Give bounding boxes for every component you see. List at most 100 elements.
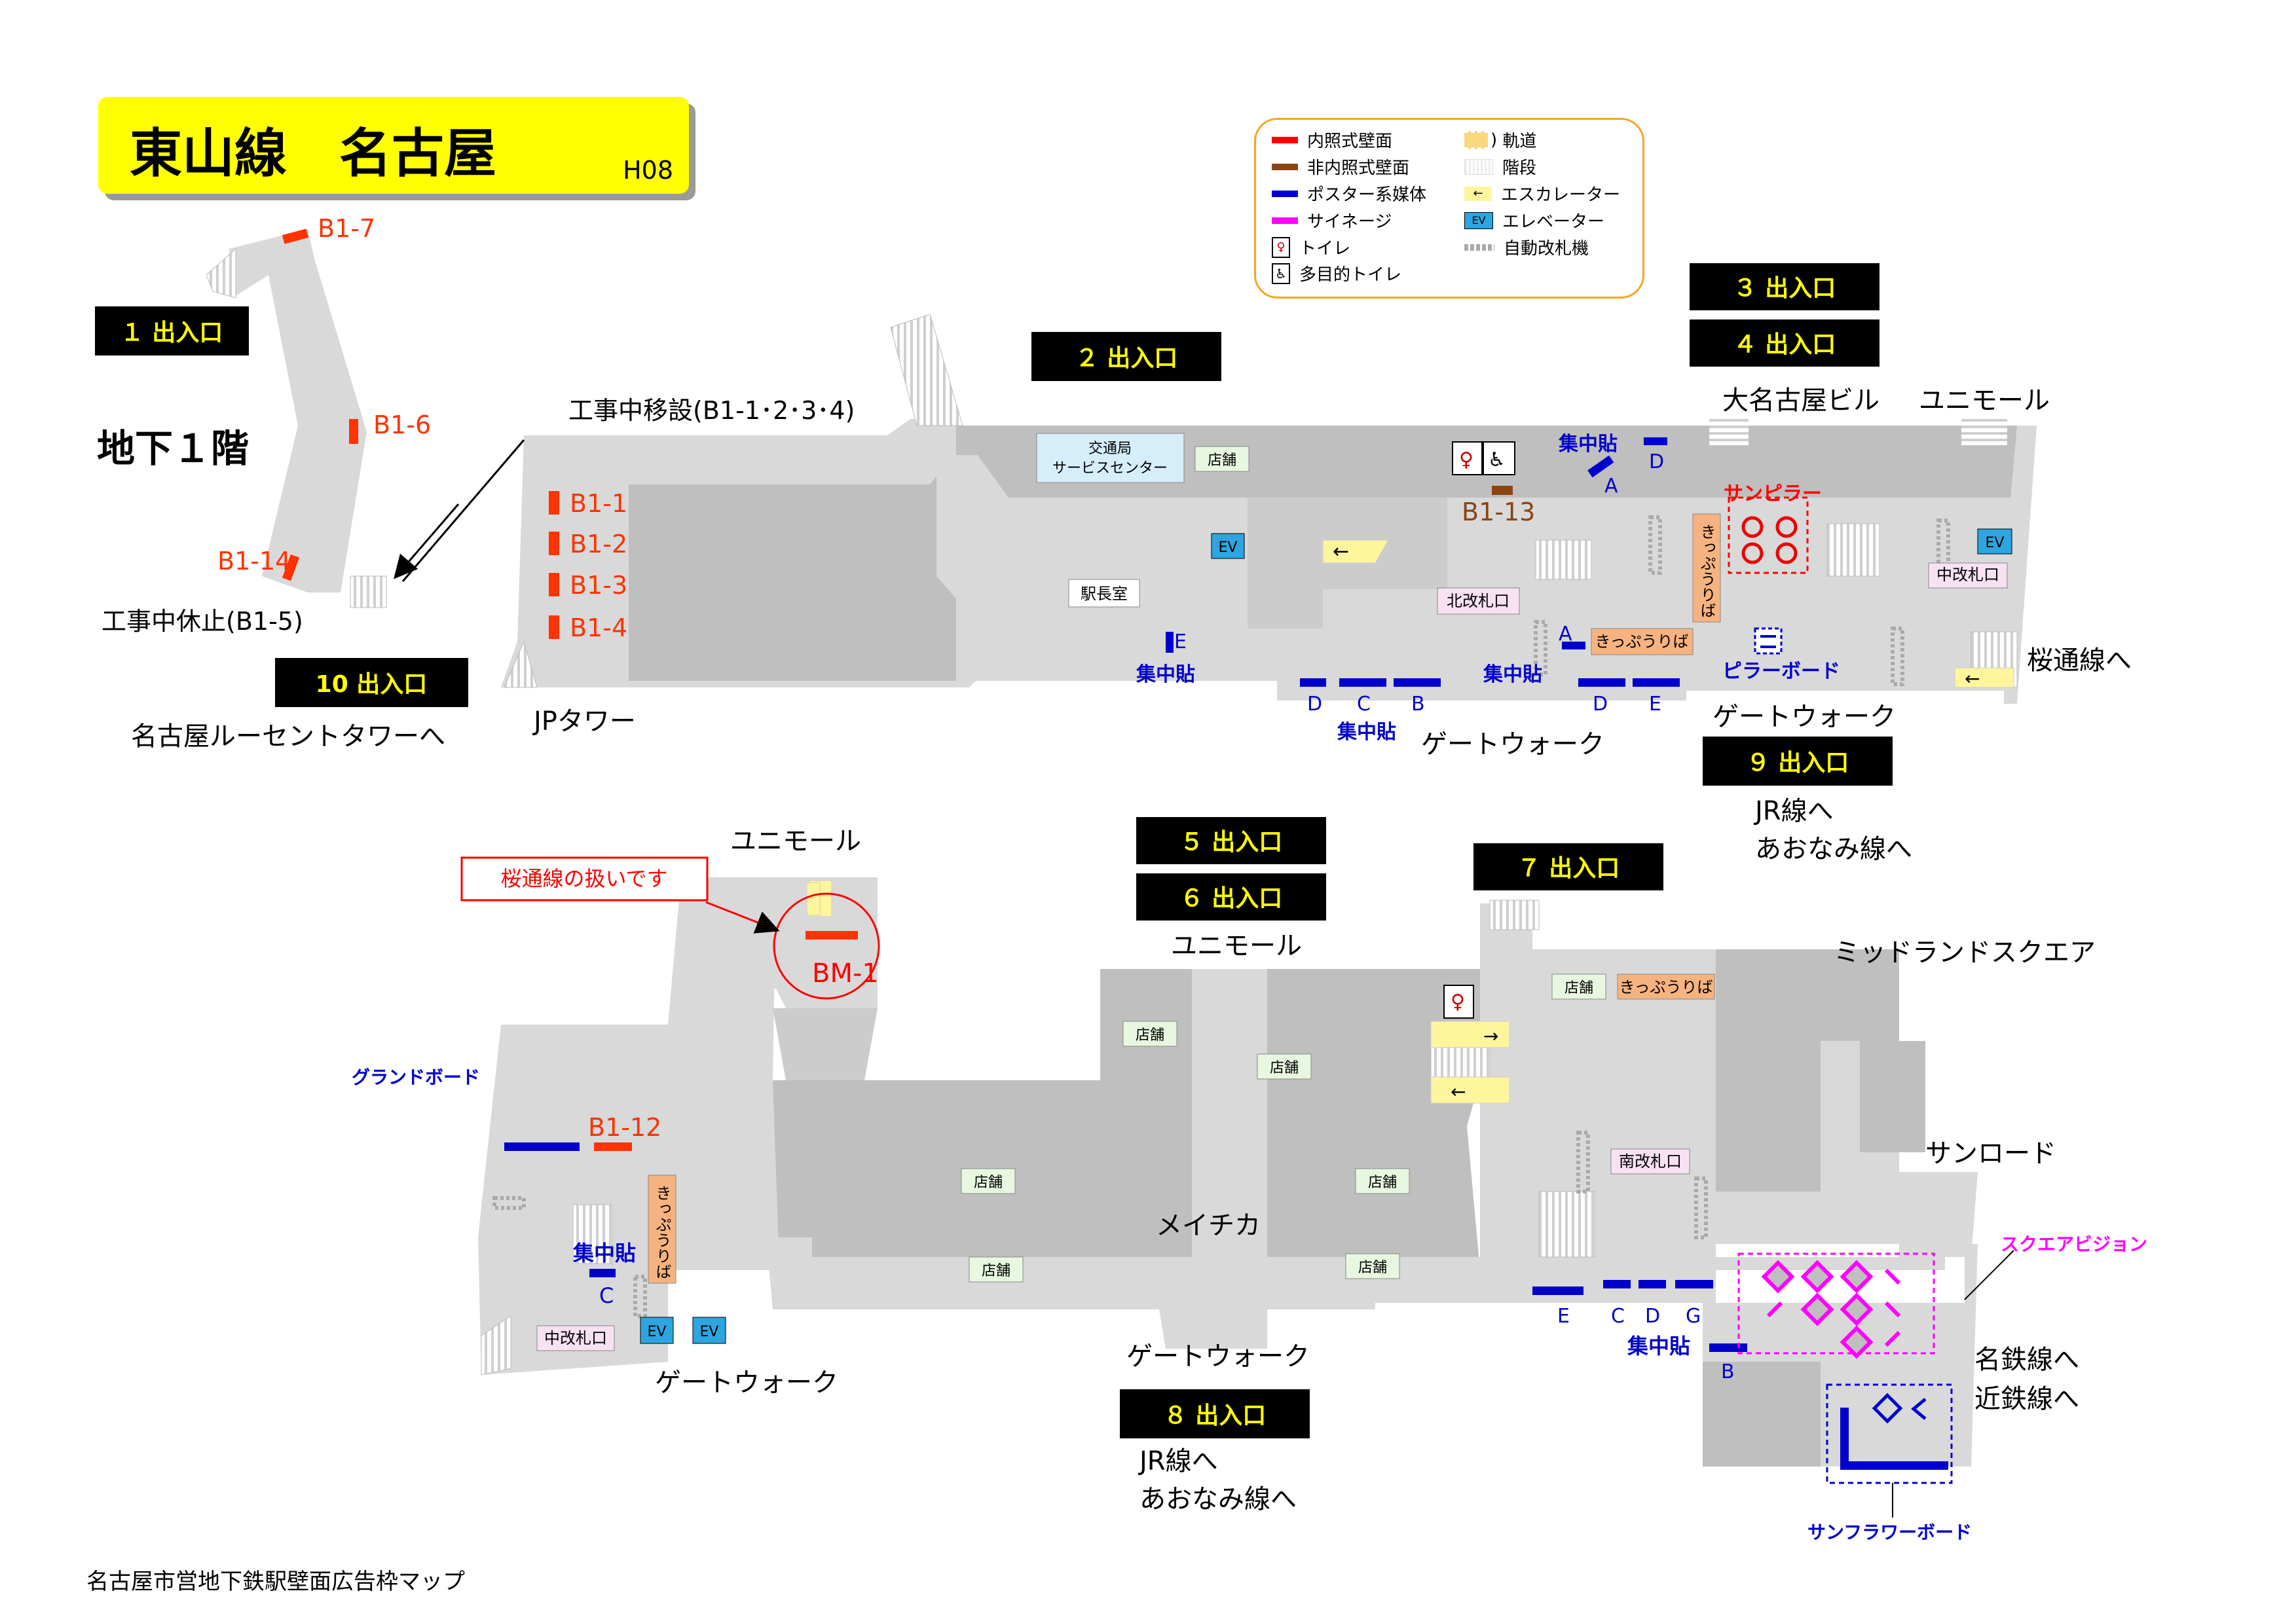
svg-text:C: C xyxy=(599,1283,614,1308)
south-gate: 南改札口 xyxy=(1610,1148,1690,1175)
pillar-board-label: ピラーボード xyxy=(1722,660,1840,683)
place-unimall-lower-center: ユニモール xyxy=(1171,931,1302,961)
elevator-lower-2[interactable]: EV xyxy=(692,1317,726,1344)
station-title: 東山線 名古屋 xyxy=(130,123,496,184)
ad-b1-2-label: B1-2 xyxy=(570,530,627,558)
svg-text:B: B xyxy=(1411,693,1425,716)
svg-text:きっぷうりば: きっぷうりば xyxy=(1595,632,1688,651)
exit-2[interactable]: ２ 出入口 xyxy=(1031,332,1221,381)
shuchu-upper-mid: 集中貼 xyxy=(1483,663,1542,686)
svg-text:８ 出入口: ８ 出入口 xyxy=(1164,1402,1267,1429)
place-unimall-lower-left: ユニモール xyxy=(730,826,861,856)
shop-lower-4: 店舗 xyxy=(1355,1168,1410,1194)
svg-text:サービスセンター: サービスセンター xyxy=(1052,460,1168,477)
ad-b1-13-label: B1-13 xyxy=(1462,498,1535,526)
shuchu-upper-a: 集中貼 xyxy=(1558,433,1618,456)
svg-text:９ 出入口: ９ 出入口 xyxy=(1747,750,1849,776)
exit-7[interactable]: ７ 出入口 xyxy=(1473,843,1663,890)
svg-text:C: C xyxy=(1357,693,1371,716)
middle-gate-upper: 中改札口 xyxy=(1928,562,2008,589)
svg-text:E: E xyxy=(1649,693,1661,716)
shuchu-upper-dcb: 集中貼 xyxy=(1337,721,1396,744)
exit-1[interactable]: １ 出入口 xyxy=(95,306,249,356)
svg-text:店舗: 店舗 xyxy=(1208,452,1236,469)
svg-text:←: ← xyxy=(1451,1081,1466,1103)
exit-8[interactable]: ８ 出入口 xyxy=(1120,1389,1310,1438)
svg-text:A: A xyxy=(1559,623,1572,646)
exit-4[interactable]: ４ 出入口 xyxy=(1690,319,1879,367)
shop-lower-2: 店舗 xyxy=(1257,1053,1312,1080)
svg-text:♿: ♿ xyxy=(1488,448,1506,471)
wheelchair-icon: ♿ xyxy=(1272,263,1290,284)
exit-6[interactable]: ６ 出入口 xyxy=(1136,873,1326,921)
legend-non-illuminated: 非内照式壁面 xyxy=(1272,155,1409,179)
svg-text:店舗: 店舗 xyxy=(1270,1060,1299,1076)
shuchu-upper-e: 集中貼 xyxy=(1136,663,1195,686)
svg-text:きっぷうりば: きっぷうりば xyxy=(1697,524,1716,618)
svg-text:E: E xyxy=(1174,630,1187,653)
place-gatewalk-lower-left: ゲートウォーク xyxy=(655,1368,838,1398)
svg-text:D: D xyxy=(1307,693,1322,716)
place-gatewalk-upper-right: ゲートウォーク xyxy=(1713,702,1896,732)
north-gate: 北改札口 xyxy=(1437,587,1520,615)
svg-text:３ 出入口: ３ 出入口 xyxy=(1733,275,1836,302)
elevator-upper-1[interactable]: EV xyxy=(1211,533,1245,559)
legend: 内照式壁面 非内照式壁面 ポスター系媒体 サイネージ ♀トイレ ♿多目的トイレ … xyxy=(1254,118,1644,299)
ticket-gate-icon xyxy=(1464,244,1494,251)
place-aonami-lower: あおなみ線へ xyxy=(1139,1484,1297,1514)
shop-lower-7: 店舗 xyxy=(1551,974,1606,1000)
shuchu-lower-cdg: 集中貼 xyxy=(1627,1334,1690,1359)
ad-b1-4-label: B1-4 xyxy=(570,613,627,642)
svg-text:６ 出入口: ６ 出入口 xyxy=(1180,885,1283,912)
elevator-lower-1[interactable]: EV xyxy=(640,1317,674,1344)
legend-accessible-toilet: ♿多目的トイレ xyxy=(1272,261,1401,285)
place-gatewalk-lower-center: ゲートウォーク xyxy=(1126,1341,1310,1372)
svg-text:１ 出入口: １ 出入口 xyxy=(120,319,223,346)
svg-text:♀: ♀ xyxy=(1459,448,1473,471)
station-code: H08 xyxy=(623,156,673,185)
elevator-upper-2[interactable]: EV xyxy=(1977,528,2012,555)
sun-pillar-label: サンピラー xyxy=(1724,483,1822,505)
svg-text:桜通線の扱いです: 桜通線の扱いです xyxy=(500,866,667,891)
svg-text:店舗: 店舗 xyxy=(1136,1027,1164,1044)
svg-text:北改札口: 北改札口 xyxy=(1447,592,1509,610)
svg-text:EV: EV xyxy=(700,1324,719,1340)
exit-10[interactable]: 10 出入口 xyxy=(275,658,468,707)
place-midland: ミッドランドスクエア xyxy=(1834,938,2096,968)
svg-text:４ 出入口: ４ 出入口 xyxy=(1733,331,1836,358)
shop-lower-3: 店舗 xyxy=(961,1168,1016,1194)
ticket-office-upper-v: きっぷうりば xyxy=(1692,513,1721,623)
place-gatewalk-upper: ゲートウォーク xyxy=(1421,729,1604,759)
title-box: 東山線 名古屋 H08 xyxy=(98,97,689,194)
moving-note: 工事中移設(B1-1･2･3･4) xyxy=(568,396,855,425)
svg-text:駅長室: 駅長室 xyxy=(1081,585,1128,603)
footer-caption: 名古屋市営地下鉄駅壁面広告枠マップ xyxy=(86,1569,465,1595)
legend-stairs: 階段 xyxy=(1464,155,1536,179)
shop-upper-1: 店舗 xyxy=(1194,446,1250,472)
exit-3[interactable]: ３ 出入口 xyxy=(1690,263,1879,310)
svg-text:E: E xyxy=(1557,1305,1570,1328)
place-dainagoya: 大名古屋ビル xyxy=(1722,386,1879,416)
svg-text:中改札口: 中改札口 xyxy=(544,1329,607,1347)
place-aonami-upper: あおなみ線へ xyxy=(1755,834,1912,864)
ad-b1-7-label: B1-7 xyxy=(318,214,375,243)
exit-9[interactable]: ９ 出入口 xyxy=(1703,737,1893,786)
ticket-office-upper-h: きっぷうりば xyxy=(1591,628,1694,655)
svg-text:５ 出入口: ５ 出入口 xyxy=(1180,829,1283,856)
place-jr-upper: JR線へ xyxy=(1753,796,1834,826)
svg-text:←: ← xyxy=(1333,540,1349,563)
svg-text:D: D xyxy=(1645,1305,1660,1328)
exit-5[interactable]: ５ 出入口 xyxy=(1136,817,1326,864)
svg-text:B: B xyxy=(1721,1360,1735,1383)
shop-lower-1: 店舗 xyxy=(1122,1021,1177,1047)
ticket-office-lower-v: きっぷうりば xyxy=(648,1175,676,1284)
svg-text:店舗: 店舗 xyxy=(982,1263,1010,1279)
station-master-office: 駅長室 xyxy=(1068,579,1140,608)
ad-b1-12-label: B1-12 xyxy=(588,1113,661,1142)
toilet-icon: ♀ xyxy=(1272,236,1290,258)
legend-illuminated: 内照式壁面 xyxy=(1272,128,1392,152)
svg-text:♀: ♀ xyxy=(1451,991,1465,1013)
ad-b1-6-label: B1-6 xyxy=(373,410,431,439)
middle-gate-lower: 中改札口 xyxy=(536,1325,615,1351)
